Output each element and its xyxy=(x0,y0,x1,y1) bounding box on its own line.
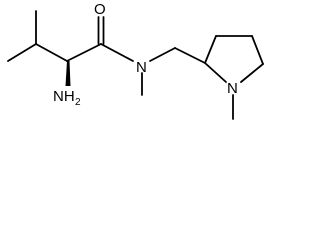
bond-alpha-carbonyl xyxy=(66,43,102,62)
molecule-structure: O N NH 2 N xyxy=(7,1,264,120)
wedge-bond-amine xyxy=(65,61,71,86)
bond-ring-c2-c3 xyxy=(204,35,217,64)
atom-nitrogen-amine: NH xyxy=(53,88,75,105)
bond-ch2-ring xyxy=(174,47,206,64)
bond-isopropyl-alpha xyxy=(35,43,68,62)
bond-carbonyl-n xyxy=(100,43,134,62)
atom-nitrogen-amine-subscript: 2 xyxy=(75,97,81,108)
atom-nitrogen-pyrrolidine: N xyxy=(227,80,238,97)
bond-methyl-left xyxy=(7,43,37,62)
atom-oxygen: O xyxy=(94,1,106,18)
bond-ring-n-c2 xyxy=(204,62,227,83)
atom-nitrogen-amide: N xyxy=(136,59,147,76)
bond-ring-c5-n xyxy=(240,63,264,83)
bond-n-ch2 xyxy=(149,47,176,62)
bond-ring-c4-c5 xyxy=(251,35,264,65)
